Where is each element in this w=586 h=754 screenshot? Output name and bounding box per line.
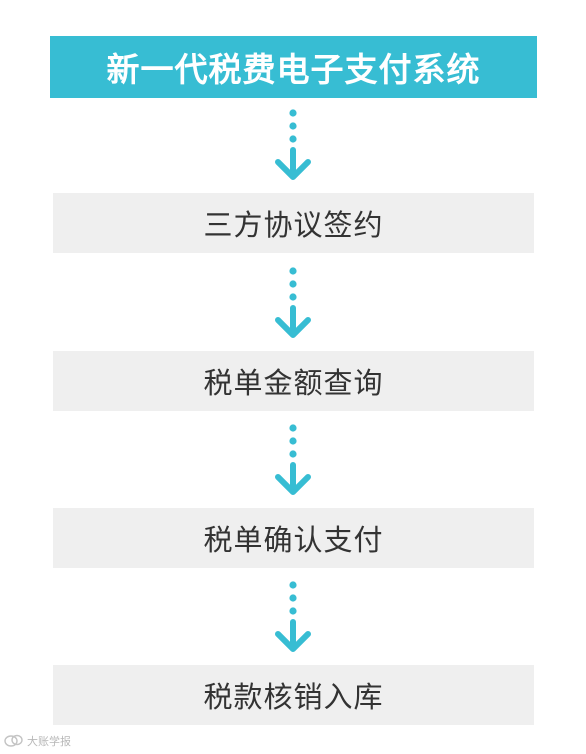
step-label: 三方协议签约 — [203, 208, 384, 242]
brand-logo-icon — [4, 734, 23, 747]
step-box-3: 税单确认支付 — [53, 508, 534, 568]
step-box-4: 税款核销入库 — [53, 665, 534, 725]
step-label: 税单确认支付 — [203, 523, 384, 557]
watermark: 大账学报 — [4, 732, 71, 750]
down-arrow-icon — [275, 109, 311, 180]
step-label: 税单金额查询 — [203, 366, 384, 400]
down-arrow-icon — [275, 424, 311, 495]
step-box-2: 税单金额查询 — [53, 351, 534, 411]
down-arrow-icon — [275, 267, 311, 338]
watermark-text: 大账学报 — [27, 735, 71, 748]
step-label: 税款核销入库 — [203, 680, 384, 714]
flow-title: 新一代税费电子支付系统 — [50, 36, 537, 98]
step-box-1: 三方协议签约 — [53, 193, 534, 253]
down-arrow-icon — [275, 581, 311, 652]
